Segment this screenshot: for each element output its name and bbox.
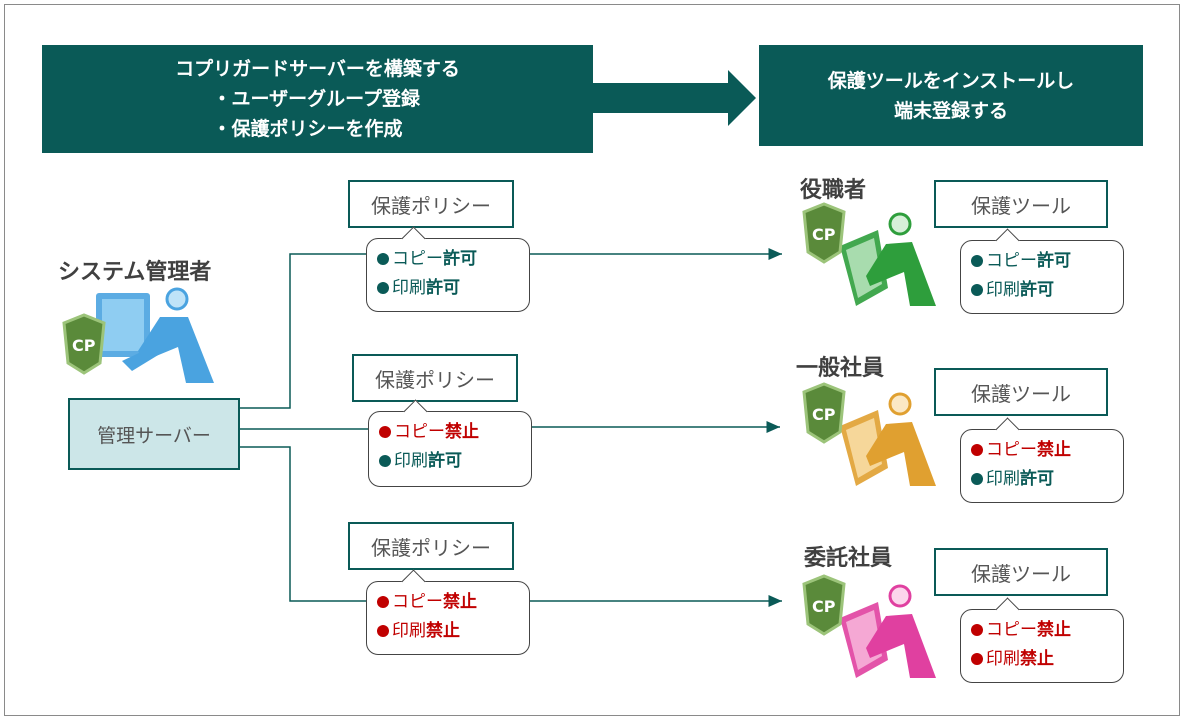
connector-bottom xyxy=(240,446,366,602)
tool-1-print: 印刷許可 xyxy=(971,276,1123,305)
step1-banner: コプリガードサーバーを構築する ・ユーザーグループ登録 ・保護ポリシーを作成 xyxy=(42,45,593,153)
step1-line-3: ・保護ポリシーを作成 xyxy=(212,118,403,140)
policy-1-print: 印刷許可 xyxy=(377,274,529,303)
svg-text:CP: CP xyxy=(812,405,836,424)
tool-3-copy: コピー禁止 xyxy=(971,616,1123,645)
executive-person-icon: CP xyxy=(802,202,936,306)
policy-label-1: 保護ポリシー xyxy=(348,180,514,228)
policy-label-2: 保護ポリシー xyxy=(352,354,518,402)
policy-label-3: 保護ポリシー xyxy=(348,522,514,570)
svg-text:CP: CP xyxy=(812,225,836,244)
tool-2-print: 印刷許可 xyxy=(971,465,1123,494)
policy-3-copy: コピー禁止 xyxy=(377,588,529,617)
tool-2-copy: コピー禁止 xyxy=(971,436,1123,465)
svg-text:CP: CP xyxy=(812,597,836,616)
group-1-name: 役職者 xyxy=(800,178,867,203)
policy-2-copy: コピー禁止 xyxy=(379,418,531,447)
group-3-name: 委託社員 xyxy=(804,546,893,571)
employee-person-icon: CP xyxy=(802,382,936,486)
connector-top xyxy=(240,253,366,409)
tool-bubble-2: コピー禁止 印刷許可 xyxy=(960,417,1124,503)
tool-bubble-1: コピー許可 印刷許可 xyxy=(960,228,1124,314)
step2-line-1: 保護ツールをインストールし xyxy=(827,69,1075,92)
policy-3-print: 印刷禁止 xyxy=(377,617,529,646)
tool-label-3: 保護ツール xyxy=(934,548,1108,596)
tool-label-1: 保護ツール xyxy=(934,180,1108,228)
diagram-frame xyxy=(4,4,1180,716)
tool-1-copy: コピー許可 xyxy=(971,247,1123,276)
tool-bubble-3: コピー禁止 印刷禁止 xyxy=(960,597,1124,683)
tool-3-print: 印刷禁止 xyxy=(971,645,1123,674)
policy-bubble-1: コピー許可 印刷許可 xyxy=(366,226,530,312)
step2-line-2: 端末登録する xyxy=(893,99,1008,122)
management-server: 管理サーバー xyxy=(68,398,240,470)
step2-banner: 保護ツールをインストールし 端末登録する xyxy=(759,45,1143,146)
policy-bubble-3: コピー禁止 印刷禁止 xyxy=(366,569,530,655)
group-2-name: 一般社員 xyxy=(796,356,885,381)
tool-label-2: 保護ツール xyxy=(934,368,1108,416)
admin-label: システム管理者 xyxy=(58,260,212,285)
step-arrow-icon xyxy=(593,70,756,126)
policy-2-print: 印刷許可 xyxy=(379,447,531,476)
contractor-person-icon: CP xyxy=(802,574,936,678)
step1-line-2: ・ユーザーグループ登録 xyxy=(212,88,420,110)
admin-person-icon: CP xyxy=(62,287,214,383)
svg-text:CP: CP xyxy=(72,336,96,355)
policy-bubble-2: コピー禁止 印刷許可 xyxy=(368,399,532,487)
step1-line-1: コプリガードサーバーを構築する xyxy=(175,58,460,80)
policy-1-copy: コピー許可 xyxy=(377,245,529,274)
